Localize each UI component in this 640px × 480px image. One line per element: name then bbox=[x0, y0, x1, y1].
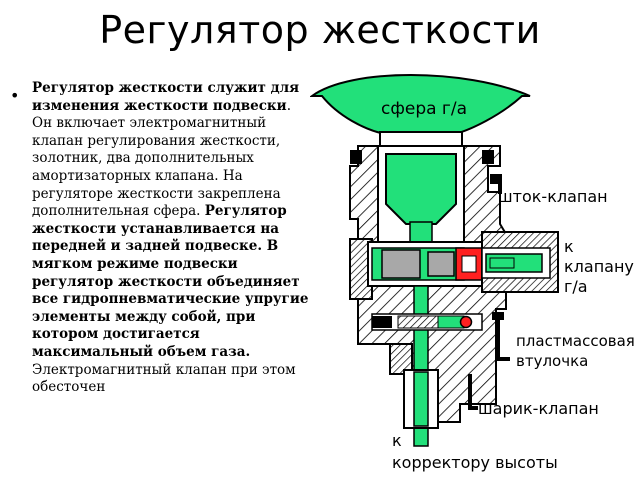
description-text: Регулятор жесткости служит для изменения… bbox=[32, 80, 310, 480]
rod-valve-head bbox=[385, 153, 457, 225]
sphere-neck bbox=[379, 131, 463, 147]
slide-title: Регулятор жесткости bbox=[99, 8, 541, 52]
rod-valve-neck bbox=[409, 221, 433, 245]
text-segment: Электромагнитный клапан при этом обесточ… bbox=[32, 361, 296, 396]
bullet-marker: • bbox=[10, 86, 20, 105]
spool-gray-2 bbox=[427, 251, 455, 277]
stiffness-regulator-diagram: сфера г/а шток-клапан к клапану bbox=[310, 74, 635, 472]
label-to-valve-2: клапану bbox=[564, 257, 634, 276]
sphere-label: сфера г/а bbox=[381, 99, 467, 119]
label-to-valve-3: г/а bbox=[564, 277, 588, 296]
label-rod-valve: шток-клапан bbox=[498, 187, 608, 206]
label-ball-valve: шарик-клапан bbox=[478, 399, 599, 418]
clamp-right bbox=[482, 150, 494, 164]
text-segment: . Он включает электромагнитный клапан ре… bbox=[32, 97, 291, 220]
accumulator-sphere bbox=[310, 74, 531, 135]
label-bushing-1: пластмассовая bbox=[516, 332, 635, 350]
bottom-left-cap bbox=[389, 343, 413, 375]
outlet-tube-green bbox=[413, 371, 429, 427]
ball-valve bbox=[459, 315, 473, 329]
leader-rod-valve bbox=[492, 176, 502, 194]
spool-gray bbox=[381, 249, 421, 279]
label-to-valve-1: к bbox=[564, 237, 574, 256]
right-connector-inner bbox=[489, 257, 515, 269]
label-bushing-2: втулочка bbox=[516, 352, 588, 370]
ball-channel-hatched bbox=[397, 315, 439, 329]
leader-ball-valve bbox=[468, 374, 478, 410]
ball-channel-black bbox=[372, 316, 392, 328]
leader-bushing bbox=[496, 316, 510, 361]
text-segment: Регулятор жесткости служит для изменения… bbox=[32, 80, 300, 114]
red-valve-insert bbox=[461, 255, 477, 273]
label-height-corrector-2: корректору высоты bbox=[392, 453, 558, 472]
text-segment: Регулятор жесткости устанавливается на п… bbox=[32, 203, 309, 360]
label-height-corrector-1: к bbox=[392, 431, 402, 450]
clamp-left bbox=[350, 150, 362, 164]
